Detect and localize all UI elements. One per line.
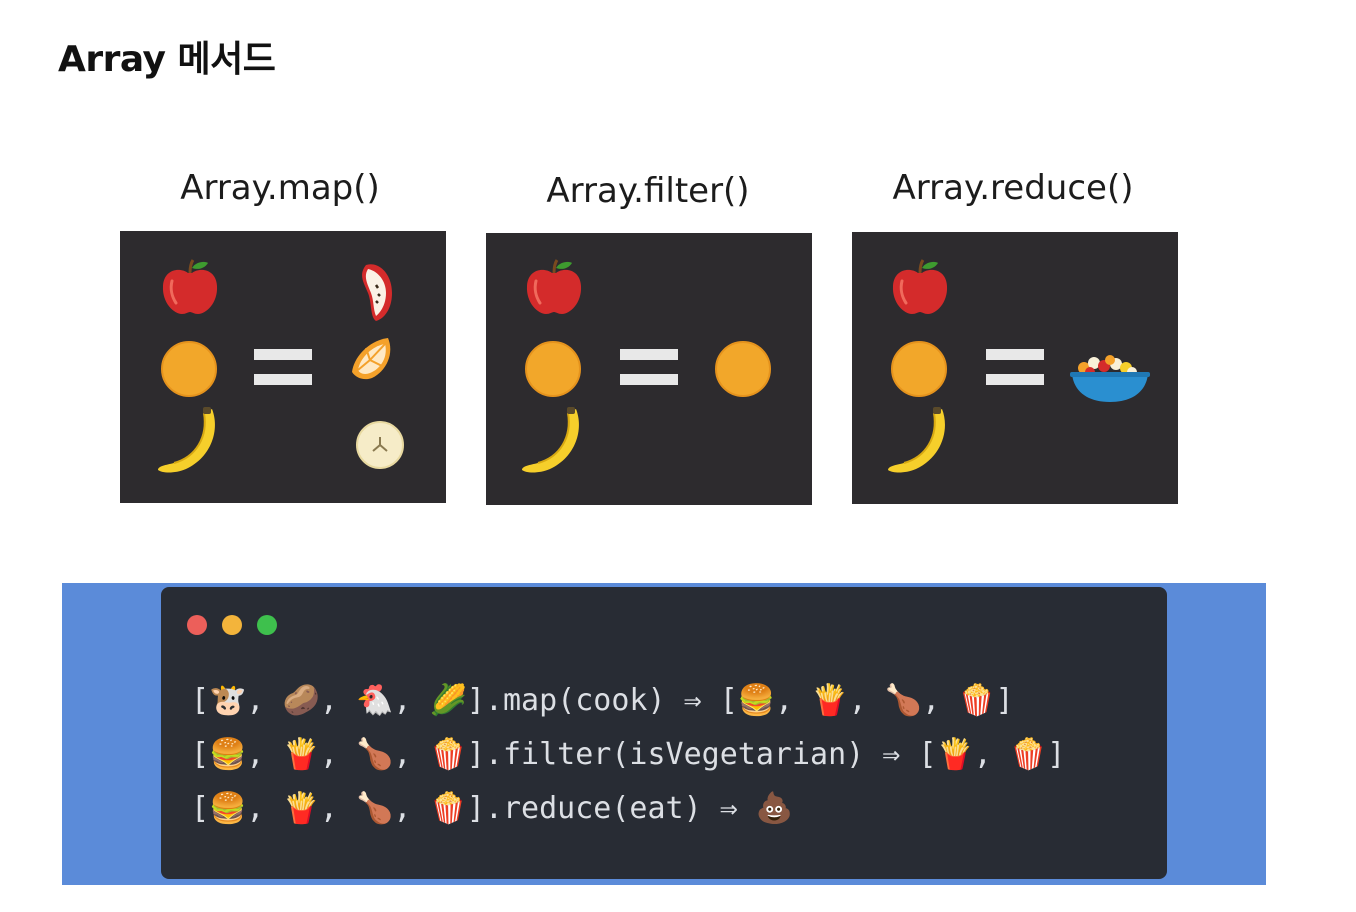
equals-icon xyxy=(254,349,312,385)
code-line-reduce: [🍔, 🍟, 🍗, 🍿].reduce(eat) ⇒ 💩 xyxy=(191,791,793,826)
map-panel xyxy=(120,231,446,503)
code-window: [🐮, 🥔, 🐔, 🌽].map(cook) ⇒ [🍔, 🍟, 🍗, 🍿] [🍔… xyxy=(161,587,1167,879)
code-line-map: [🐮, 🥔, 🐔, 🌽].map(cook) ⇒ [🍔, 🍟, 🍗, 🍿] xyxy=(191,683,1014,718)
apple-icon xyxy=(890,259,950,317)
banana-icon xyxy=(520,407,586,477)
map-panel-label: Array.map() xyxy=(110,168,450,208)
filter-panel xyxy=(486,233,812,505)
orange-slice-icon xyxy=(348,336,396,384)
code-line-filter: [🍔, 🍟, 🍗, 🍿].filter(isVegetarian) ⇒ [🍟, … xyxy=(191,737,1065,772)
apple-slice-icon xyxy=(356,263,396,323)
banana-icon xyxy=(886,407,952,477)
banana-slice-icon xyxy=(356,421,404,469)
orange-icon xyxy=(160,340,218,398)
orange-icon xyxy=(524,340,582,398)
page-title: Array 메서드 xyxy=(58,30,275,82)
filter-panel-label: Array.filter() xyxy=(478,171,818,211)
salad-bowl-icon xyxy=(1070,354,1150,406)
equals-icon xyxy=(620,349,678,385)
apple-icon xyxy=(160,259,220,317)
banana-icon xyxy=(156,407,222,477)
orange-icon xyxy=(890,340,948,398)
minimize-dot-icon xyxy=(222,615,242,635)
reduce-panel xyxy=(852,232,1178,504)
maximize-dot-icon xyxy=(257,615,277,635)
close-dot-icon xyxy=(187,615,207,635)
equals-icon xyxy=(986,349,1044,385)
apple-icon xyxy=(524,259,584,317)
orange-result-icon xyxy=(714,340,772,398)
reduce-panel-label: Array.reduce() xyxy=(843,168,1183,208)
